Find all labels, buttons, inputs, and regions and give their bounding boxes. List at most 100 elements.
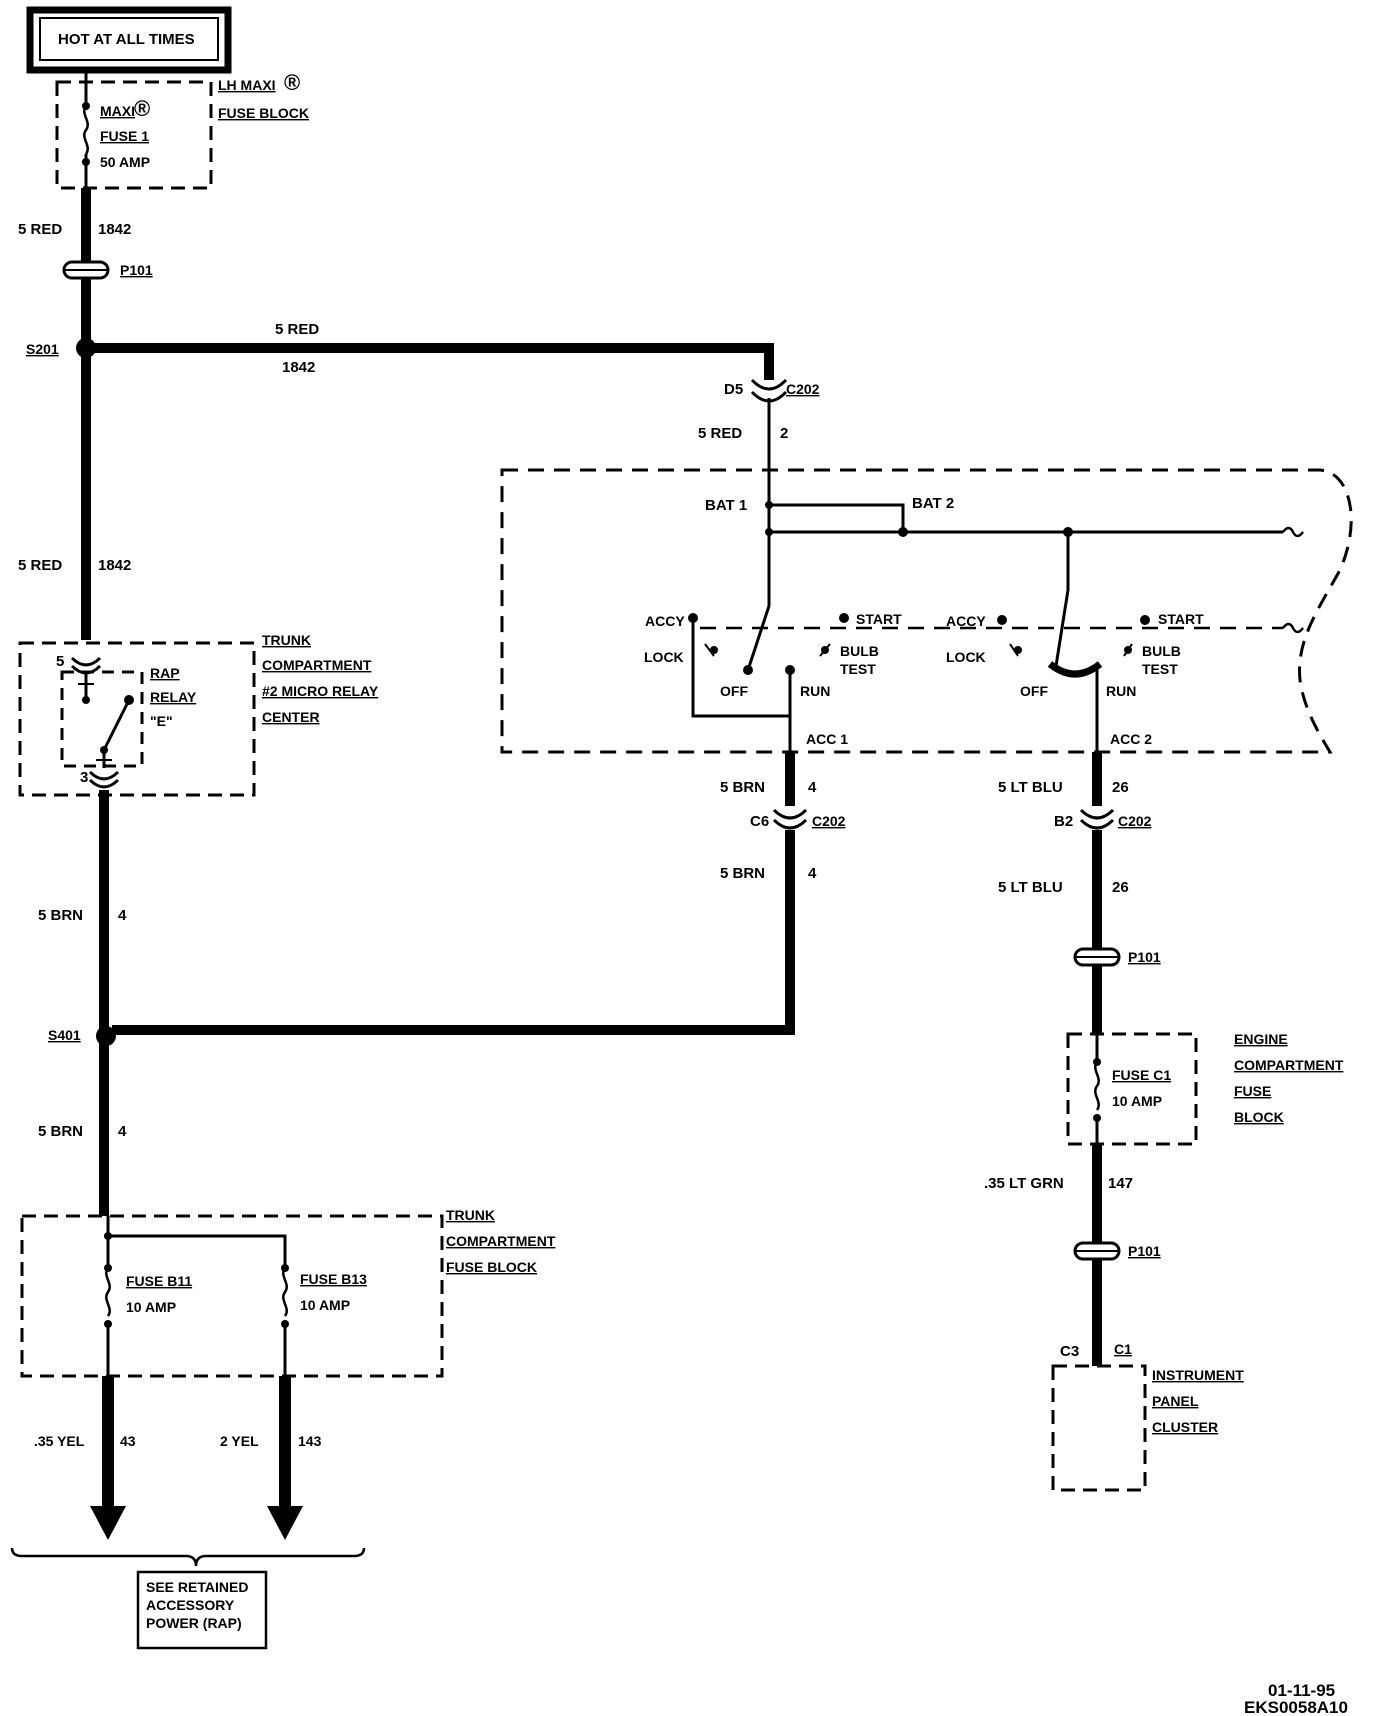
switch1-test: TEST bbox=[840, 661, 876, 677]
arrow-down-icon bbox=[267, 1506, 303, 1540]
maxi-registered-symbol: ® bbox=[134, 96, 150, 121]
wire-to-cluster: .35 LT GRN 147 P101 C3 C1 bbox=[984, 1144, 1161, 1366]
maxi-fuse-name: MAXI bbox=[100, 103, 135, 119]
maxi-fuse-symbol bbox=[83, 105, 89, 155]
trunk-relay-line3: #2 MICRO RELAY bbox=[262, 683, 379, 699]
switch1-acc1: ACC 1 bbox=[806, 731, 848, 747]
wire-2yel-color: 2 YEL bbox=[220, 1433, 259, 1449]
wire-26-circuit-a: 26 bbox=[1112, 779, 1129, 796]
rap-relay: 5 3 RAP RELAY "E" TRUNK COMPARTMENT #2 M… bbox=[18, 632, 379, 797]
wire-43-circuit: 43 bbox=[120, 1433, 136, 1449]
c6-label: C6 bbox=[750, 813, 769, 830]
fuse-c1-symbol bbox=[1094, 1061, 1100, 1111]
see-rap-box: SEE RETAINED ACCESSORY POWER (RAP) bbox=[136, 1570, 268, 1650]
p101-connector-b bbox=[1073, 947, 1121, 967]
hot-at-all-times-box: HOT AT ALL TIMES bbox=[26, 6, 232, 74]
trunk-relay-line4: CENTER bbox=[262, 709, 320, 725]
trunk-fuse-line1: TRUNK bbox=[446, 1207, 495, 1223]
wire-2-circuit: 2 bbox=[780, 425, 788, 442]
trunk-relay-line2: COMPARTMENT bbox=[262, 657, 372, 673]
wire-35ltgrn-color: .35 LT GRN bbox=[984, 1175, 1064, 1192]
wire-4-circuit-a: 4 bbox=[808, 779, 817, 796]
rap-label: RAP bbox=[150, 665, 180, 681]
maxi-fuse-rating: 50 AMP bbox=[100, 154, 150, 170]
lh-maxi-registered-symbol: ® bbox=[284, 70, 300, 95]
output-wires: .35 YEL 43 2 YEL 143 bbox=[10, 1376, 366, 1567]
wire-left-middle: 5 RED 1842 bbox=[18, 348, 131, 640]
wire-5brn-color-a: 5 BRN bbox=[720, 779, 765, 796]
fuse-c1-rating: 10 AMP bbox=[1112, 1093, 1162, 1109]
engine-compartment-fuse-block: FUSE C1 10 AMP ENGINE COMPARTMENT FUSE B… bbox=[1066, 1031, 1344, 1146]
fuse-b11-rating: 10 AMP bbox=[126, 1299, 176, 1315]
switch1-accy: ACCY bbox=[645, 613, 685, 629]
switch2-test: TEST bbox=[1142, 661, 1178, 677]
see-rap-line2: ACCESSORY bbox=[146, 1597, 235, 1613]
c202-label-b: C202 bbox=[812, 813, 846, 829]
see-rap-line1: SEE RETAINED bbox=[146, 1579, 248, 1595]
p101-connector-c bbox=[1073, 1241, 1121, 1261]
engine-fuse-line2: COMPARTMENT bbox=[1234, 1057, 1344, 1073]
switch2-bulb: BULB bbox=[1142, 643, 1181, 659]
wire-147-circuit: 147 bbox=[1108, 1175, 1133, 1192]
relay-pin-3: 3 bbox=[80, 769, 88, 786]
cluster-line2: PANEL bbox=[1152, 1393, 1199, 1409]
wire-5brn-color-d: 5 BRN bbox=[38, 1123, 83, 1140]
fuse-b13-symbol bbox=[282, 1267, 288, 1317]
trunk-relay-line1: TRUNK bbox=[262, 632, 311, 648]
wire-left-upper: 5 RED 1842 P101 bbox=[18, 188, 153, 348]
fuse-block-label: FUSE BLOCK bbox=[218, 105, 309, 121]
relay-pin-5: 5 bbox=[56, 653, 64, 670]
b2-label: B2 bbox=[1054, 813, 1073, 830]
see-rap-line3: POWER (RAP) bbox=[146, 1615, 242, 1631]
date-code-stamp: 01-11-95 EKS0058A10 bbox=[1244, 1681, 1348, 1716]
switch1-lock: LOCK bbox=[644, 649, 684, 665]
switch2-off: OFF bbox=[1020, 683, 1048, 699]
wire-1842-circuit-a: 1842 bbox=[98, 221, 131, 238]
wire-5red-color-c: 5 RED bbox=[698, 425, 742, 442]
instrument-panel-cluster: INSTRUMENT PANEL CLUSTER bbox=[1051, 1364, 1244, 1492]
date-label: 01-11-95 bbox=[1268, 1681, 1335, 1700]
fuse-b13-name: FUSE B13 bbox=[300, 1271, 367, 1287]
wire-35yel-color: .35 YEL bbox=[34, 1433, 85, 1449]
c3-label: C3 bbox=[1060, 1343, 1079, 1360]
d5-label: D5 bbox=[724, 381, 743, 398]
s201-splice: S201 5 RED 1842 bbox=[26, 321, 774, 380]
wire-left-lower: 5 BRN 4 S401 5 BRN 4 bbox=[38, 790, 127, 1216]
c202-d5-connector: D5 C202 5 RED 2 bbox=[698, 378, 820, 470]
p101-label-b: P101 bbox=[1128, 949, 1161, 965]
wire-acc2: 5 LT BLU 26 B2 C202 5 LT BLU 26 P101 bbox=[998, 752, 1161, 1034]
switch2-lock: LOCK bbox=[946, 649, 986, 665]
ignition-switch-1: ACCY START LOCK BULB TEST OFF RUN ACC 1 bbox=[644, 605, 902, 752]
maxi-fuse-number: FUSE 1 bbox=[100, 128, 149, 144]
wire-5red-color-b: 5 RED bbox=[18, 557, 62, 574]
switch2-run: RUN bbox=[1106, 683, 1136, 699]
wire-5red-color-a: 5 RED bbox=[18, 221, 62, 238]
wire-1842-circuit-b: 1842 bbox=[98, 557, 131, 574]
cluster-line3: CLUSTER bbox=[1152, 1419, 1218, 1435]
relay-e-label: "E" bbox=[150, 713, 173, 729]
switch2-start: START bbox=[1158, 611, 1204, 627]
p101-connector-a bbox=[62, 260, 110, 280]
fuse-b13-rating: 10 AMP bbox=[300, 1297, 350, 1313]
fuse-b11-name: FUSE B11 bbox=[126, 1273, 192, 1289]
ignition-switch-2: ACCY START LOCK BULB TEST OFF RUN ACC 2 bbox=[946, 589, 1204, 752]
relay-label: RELAY bbox=[150, 689, 197, 705]
wire-1842-top: 1842 bbox=[282, 359, 315, 376]
fuse-c1-name: FUSE C1 bbox=[1112, 1067, 1171, 1083]
wire-5red-top: 5 RED bbox=[275, 321, 319, 338]
trunk-fuse-line3: FUSE BLOCK bbox=[446, 1259, 537, 1275]
ignition-switch-box: BAT 1 BAT 2 ACCY START LOCK BULB TEST OF… bbox=[500, 468, 1353, 754]
engine-fuse-line4: BLOCK bbox=[1234, 1109, 1284, 1125]
switch1-start: START bbox=[856, 611, 902, 627]
lh-maxi-fuse-block: MAXI ® FUSE 1 50 AMP LH MAXI ® FUSE BLOC… bbox=[55, 70, 309, 190]
trunk-fuse-line2: COMPARTMENT bbox=[446, 1233, 556, 1249]
wire-5ltblu-color-a: 5 LT BLU bbox=[998, 779, 1063, 796]
p101-label-a: P101 bbox=[120, 262, 153, 278]
fuse-b11-symbol bbox=[105, 1267, 111, 1317]
c202-label-c: C202 bbox=[1118, 813, 1152, 829]
engine-fuse-line3: FUSE bbox=[1234, 1083, 1271, 1099]
c202-label-a: C202 bbox=[786, 381, 820, 397]
lh-maxi-label: LH MAXI bbox=[218, 77, 276, 93]
trunk-compartment-fuse-block: FUSE B11 10 AMP FUSE B13 10 AMP TRUNK CO… bbox=[20, 1207, 556, 1378]
